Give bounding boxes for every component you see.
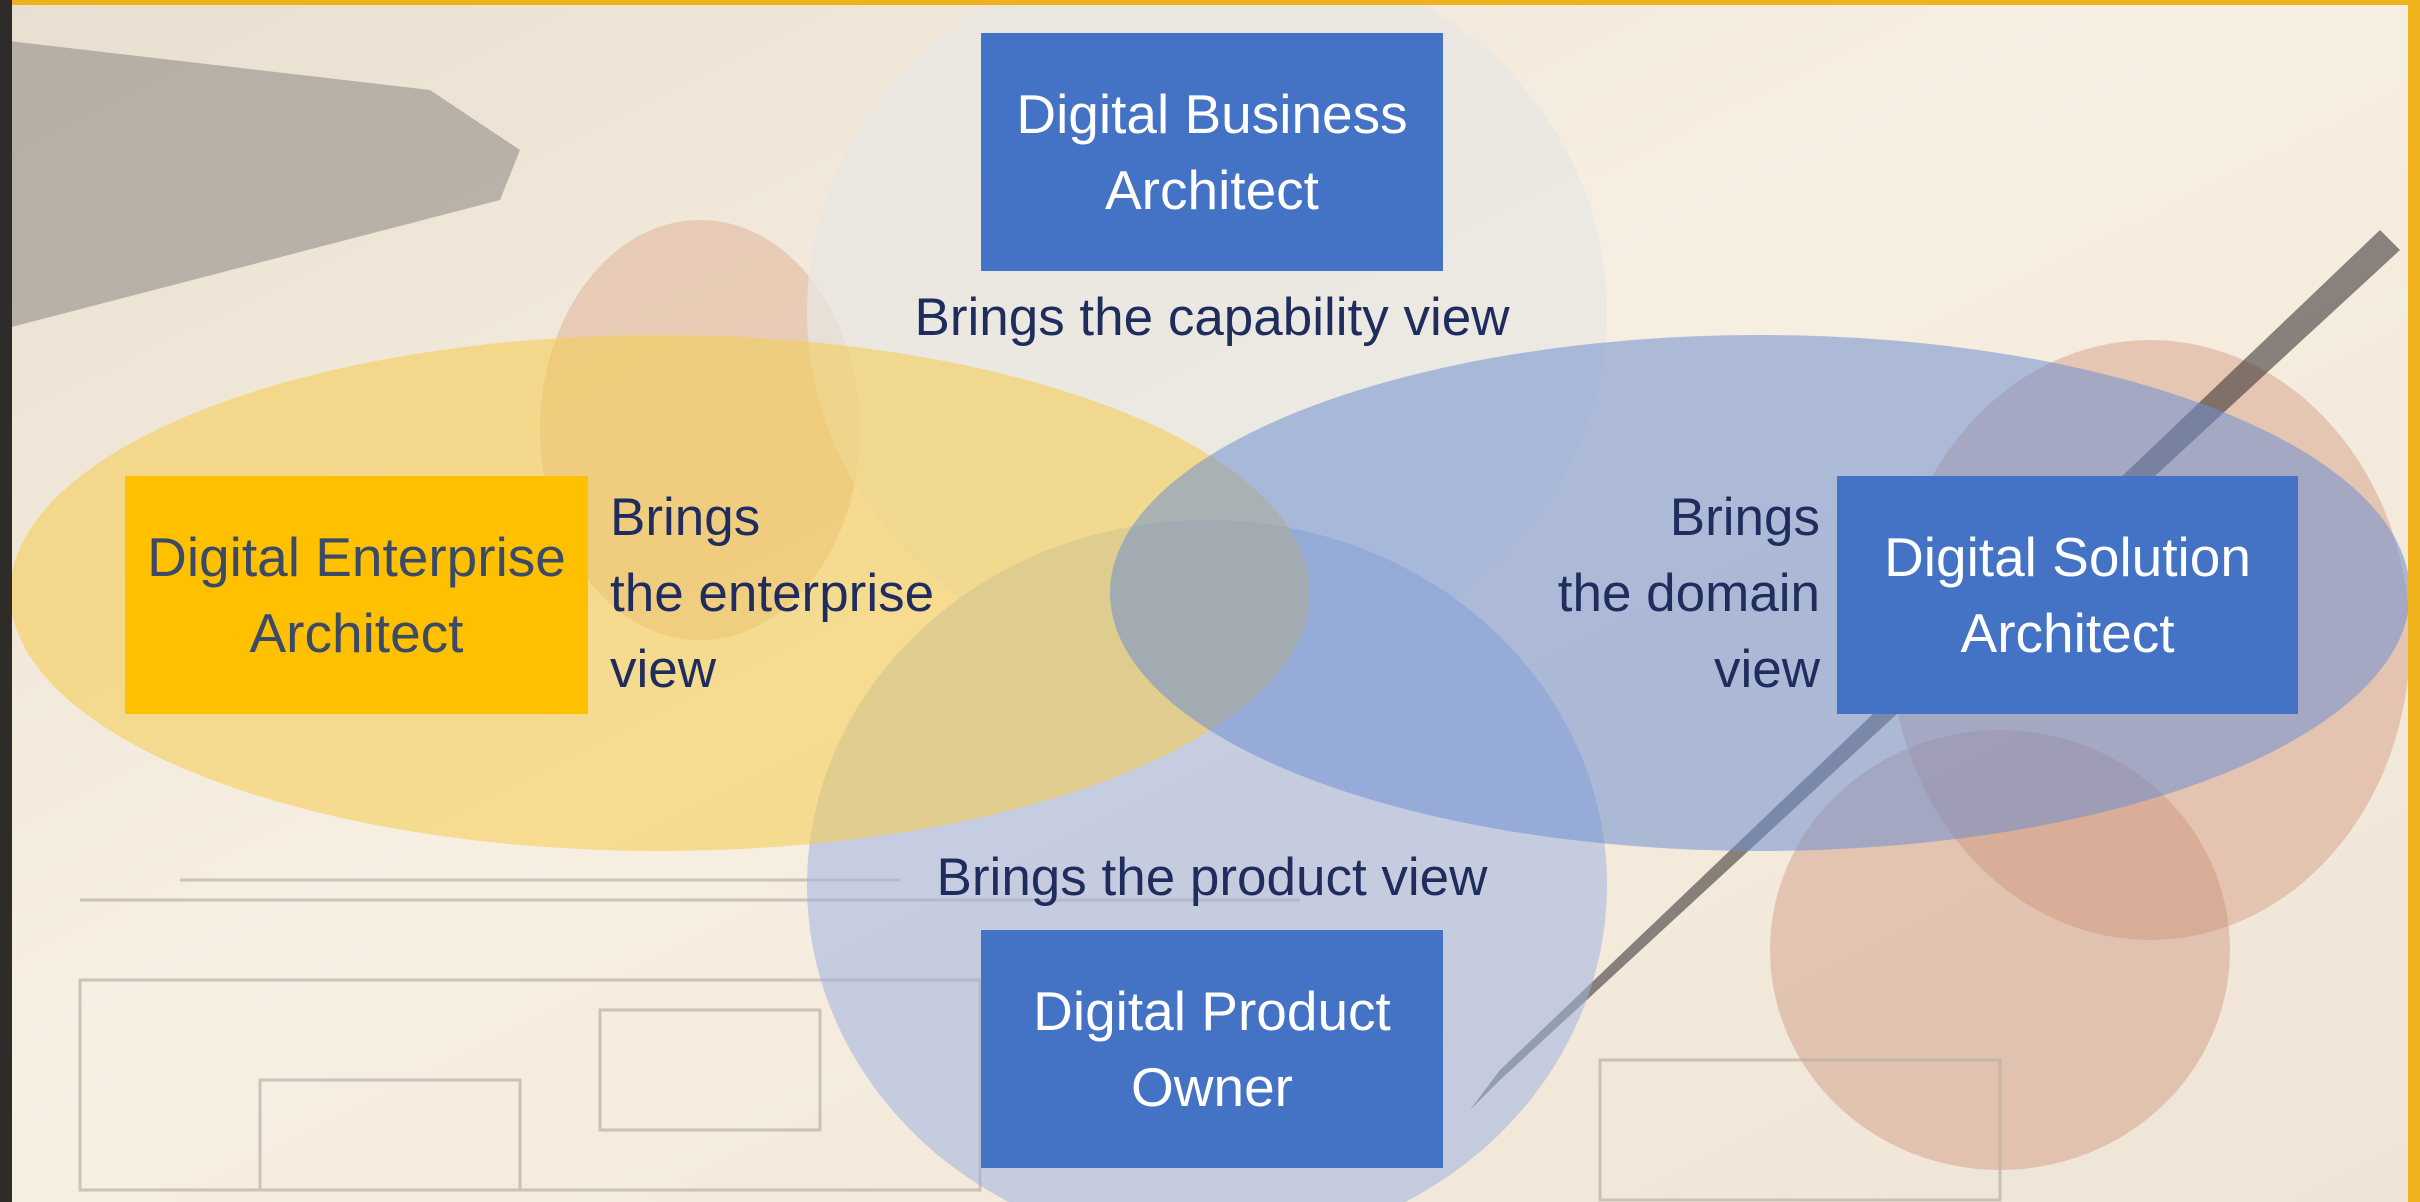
capability-view-text: Brings the capability view xyxy=(914,288,1510,347)
enterprise-view-text: Brings the enterprise view xyxy=(610,488,935,699)
domain-view-text: Brings the domain view xyxy=(1557,488,1820,699)
left-edge-bar xyxy=(0,0,12,1202)
role-box-digital-enterprise-architect: Digital Enterprise Architect xyxy=(125,476,588,714)
product-view-text: Brings the product view xyxy=(936,848,1488,907)
role-box-digital-product-owner: Digital Product Owner xyxy=(981,930,1443,1168)
role-box-digital-business-architect: Digital Business Architect xyxy=(981,33,1443,271)
role-box-digital-solution-architect: Digital Solution Architect xyxy=(1837,476,2298,714)
top-accent-bar xyxy=(0,0,2420,5)
ellipse-enterprise xyxy=(10,335,1310,851)
ellipse-solution xyxy=(1110,335,2410,851)
right-edge-bar xyxy=(2408,0,2420,1202)
